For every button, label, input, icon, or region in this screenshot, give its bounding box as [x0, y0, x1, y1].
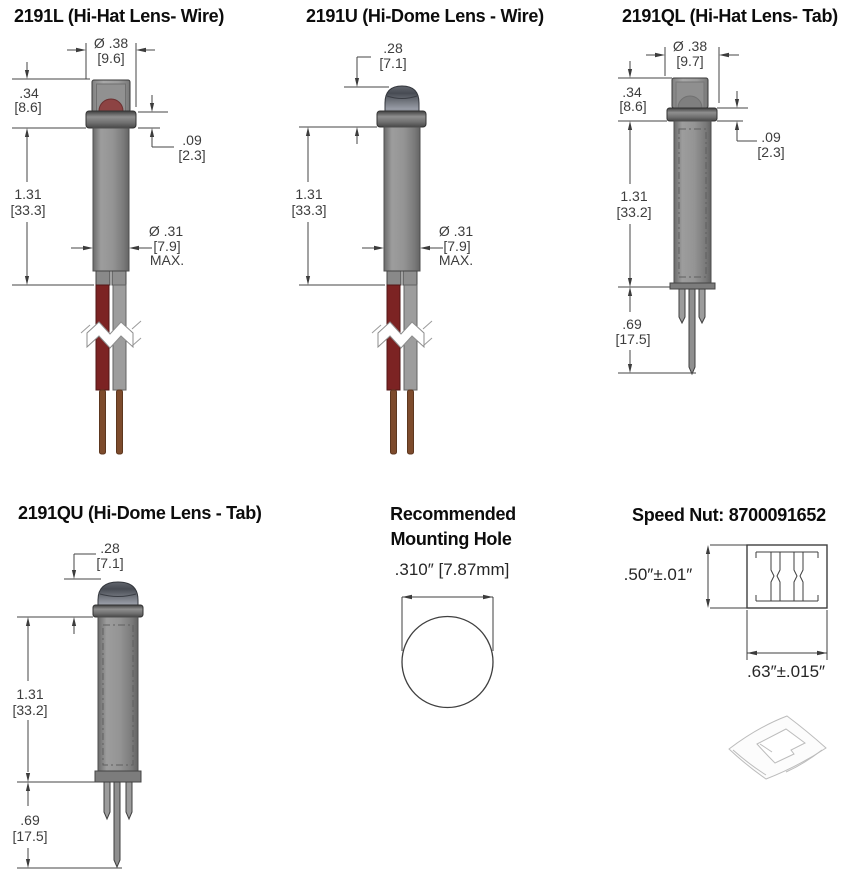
dim-arrows-2191QL	[627, 52, 740, 373]
wire-ferrule	[402, 270, 418, 286]
flange	[85, 110, 137, 129]
dim-2191u-body-len-in: 1.31	[295, 186, 323, 202]
title-speed-nut: Speed Nut: 8700091652	[632, 505, 826, 525]
terminal-tab-long	[688, 288, 696, 376]
body-barrel	[383, 126, 421, 272]
dim-2191l-top-dia-mm: [9.6]	[97, 50, 125, 66]
dim-2191l-top-dia-in: Ø .38	[93, 35, 129, 51]
hidden-line	[678, 128, 707, 278]
wire-ferrule	[386, 270, 402, 286]
title-mounting-hole-line2: Mounting Hole	[390, 529, 512, 549]
dim-2191qu-body-len-in: 1.31	[16, 686, 44, 702]
dim-2191ql-body-len-in: 1.31	[620, 188, 648, 204]
flange	[376, 110, 427, 128]
wire-ferrule	[111, 270, 127, 286]
dim-2191u-lens-in: .28	[383, 40, 403, 56]
flange	[92, 604, 144, 618]
dim-2191ql-top-dia-in: Ø .38	[672, 38, 708, 54]
dim-2191l-flange-mm: [2.3]	[178, 147, 206, 163]
title-mounting-hole-line1: Recommended	[390, 504, 516, 524]
dim-lines-2191QU	[17, 553, 122, 869]
red-led-dome	[98, 98, 124, 112]
title-2191QU: 2191QU (Hi-Dome Lens - Tab)	[18, 503, 262, 523]
wire-break-symbol	[377, 321, 425, 349]
dim-mounting-hole-diameter: .310″ [7.87mm]	[394, 560, 510, 579]
title-2191U: 2191U (Hi-Dome Lens - Wire)	[306, 6, 544, 26]
bare-wire-tip	[99, 389, 106, 455]
dim-2191ql-body-len-mm: [33.2]	[616, 204, 652, 220]
dim-arrows-2191QU	[25, 570, 77, 868]
dim-2191qu-tabs-in: .69	[20, 812, 40, 828]
body-barrel	[97, 616, 139, 772]
dim-2191ql-flange-in: .09	[761, 129, 781, 145]
wire-break-symbol	[86, 321, 134, 349]
flange	[666, 107, 718, 122]
base	[94, 770, 142, 783]
bare-wire-tip	[407, 389, 414, 455]
dim-2191l-lens-mm: [8.6]	[14, 99, 42, 115]
dim-2191ql-tabs-in: .69	[622, 316, 642, 332]
dim-2191ql-top-dia-mm: [9.7]	[676, 53, 704, 69]
dim-lines-2191QL	[618, 47, 757, 374]
speed-nut-prong	[793, 552, 798, 601]
hidome-lens	[97, 581, 139, 608]
indicator-2191QL	[666, 77, 718, 376]
dim-2191qu-lens-mm: [7.1]	[96, 555, 124, 571]
dim-2191l-body-dia-in: Ø .31	[148, 223, 184, 239]
terminal-tab-long	[113, 781, 121, 869]
dim-2191l-body-len-mm: [33.3]	[10, 202, 46, 218]
dim-2191u-body-dia-note: MAX.	[438, 252, 474, 268]
dim-arrows-2191L	[24, 47, 155, 285]
dim-2191ql-tabs-mm: [17.5]	[615, 331, 651, 347]
speed-nut-3d-view	[728, 715, 827, 780]
dim-2191u-body-len-mm: [33.3]	[291, 202, 327, 218]
bare-wire-tip	[390, 389, 397, 455]
body-barrel	[92, 127, 130, 272]
dim-2191l-lens-in: .34	[19, 85, 39, 101]
indicator-2191U	[371, 85, 433, 455]
terminal-tab	[698, 288, 706, 325]
terminal-tab	[125, 781, 133, 821]
dim-2191u-body-dia-in: Ø .31	[438, 223, 474, 239]
indicator-2191L	[80, 79, 142, 455]
dim-speed-nut-height: .50″±.01″	[623, 565, 693, 584]
title-2191QL: 2191QL (Hi-Hat Lens- Tab)	[622, 6, 838, 26]
speed-nut-prong	[770, 552, 775, 601]
dim-2191ql-lens-in: .34	[622, 84, 642, 100]
terminal-tab	[103, 781, 111, 821]
dim-2191ql-lens-mm: [8.6]	[619, 98, 647, 114]
dim-2191l-body-dia-mm: [7.9]	[153, 238, 181, 254]
dim-speed-nut-width: .63″±.015″	[746, 662, 826, 681]
dim-lines-2191L	[12, 43, 174, 286]
bare-wire-tip	[116, 389, 123, 455]
dim-2191qu-body-len-mm: [33.2]	[12, 702, 48, 718]
mounting-hole-circle	[401, 615, 494, 709]
dim-arrows-2191U	[305, 78, 430, 285]
speed-nut-prong	[799, 552, 804, 601]
dim-2191qu-tabs-mm: [17.5]	[12, 828, 48, 844]
base	[669, 282, 716, 290]
hidden-line	[102, 624, 134, 766]
body-barrel	[673, 120, 712, 284]
dim-2191u-body-dia-mm: [7.9]	[443, 238, 471, 254]
led-dome	[677, 95, 703, 109]
terminal-tab	[678, 288, 686, 325]
indicator-2191QU	[92, 581, 144, 869]
dim-2191u-lens-mm: [7.1]	[379, 55, 407, 71]
speed-nut-drawing	[705, 544, 828, 660]
dim-2191l-body-dia-note: MAX.	[149, 252, 185, 268]
dim-2191l-flange-in: .09	[182, 132, 202, 148]
dim-2191l-body-len-in: 1.31	[14, 186, 42, 202]
dim-2191qu-lens-in: .28	[100, 540, 120, 556]
speed-nut-outline	[746, 544, 828, 609]
dim-lines-2191U	[299, 56, 443, 286]
dim-2191ql-flange-mm: [2.3]	[757, 144, 785, 160]
mounting-hole-drawing	[401, 594, 494, 709]
speed-nut-prong	[776, 552, 781, 601]
title-2191L: 2191L (Hi-Hat Lens- Wire)	[14, 6, 225, 26]
wire-ferrule	[95, 270, 111, 286]
